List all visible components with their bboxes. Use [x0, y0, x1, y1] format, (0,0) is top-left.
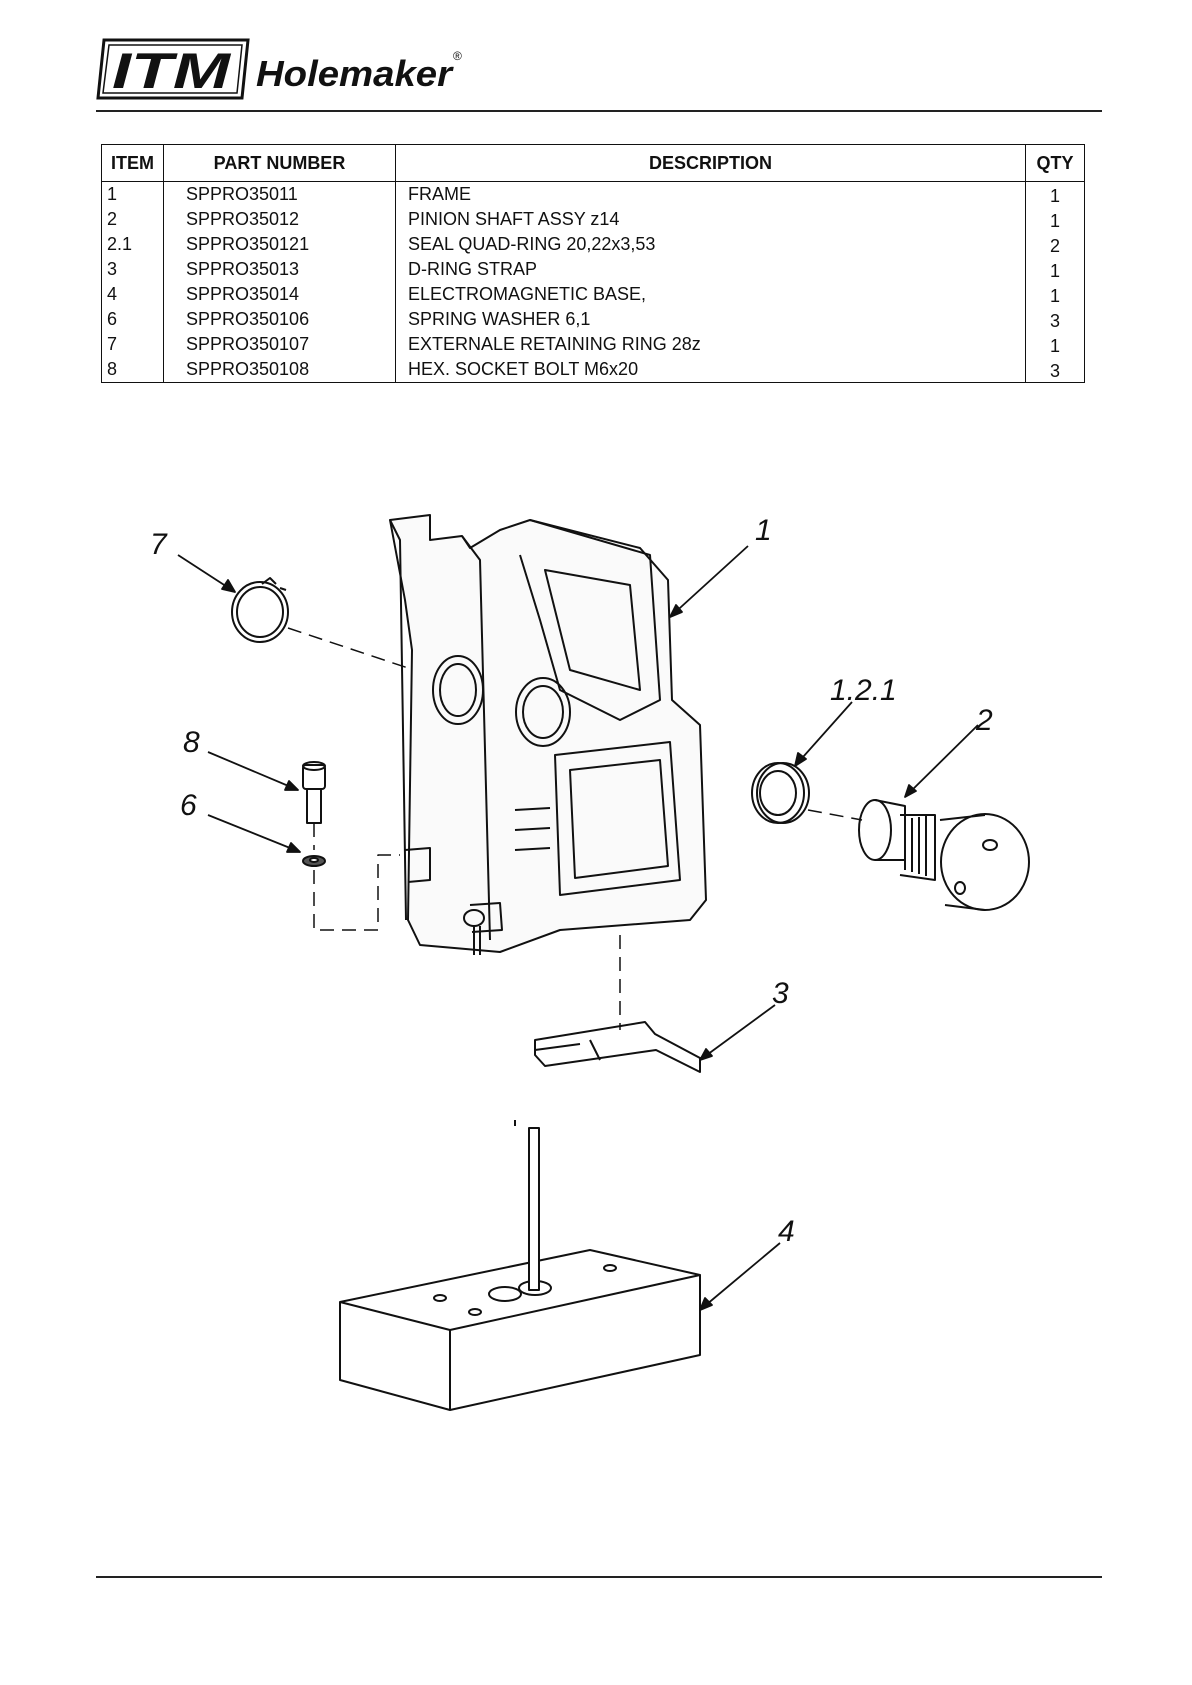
- callout-1-2-1: 1.2.1: [830, 674, 897, 707]
- item-cell: 8: [101, 357, 164, 383]
- table-row: 8 SPPRO350108 HEX. SOCKET BOLT M6x20 3: [101, 357, 1085, 383]
- pinion-shaft-drawing: [858, 799, 1030, 911]
- qty-cell: 1: [1025, 282, 1085, 307]
- retaining-ring-drawing: [231, 577, 289, 643]
- item-cell: 7: [101, 332, 164, 357]
- qty-cell: 3: [1025, 357, 1085, 383]
- table-row: 7 SPPRO350107 EXTERNALE RETAINING RING 2…: [101, 332, 1085, 357]
- itm-holemaker-logo: ITM Holemaker ®: [96, 38, 462, 100]
- part-number-cell: SPPRO35012: [163, 207, 396, 232]
- description-cell: PINION SHAFT ASSY z14: [395, 207, 1026, 232]
- part-number-cell: SPPRO350108: [163, 357, 396, 383]
- description-cell: SPRING WASHER 6,1: [395, 307, 1026, 332]
- qty-cell: 1: [1025, 207, 1085, 232]
- qty-cell: 3: [1025, 307, 1085, 332]
- description-cell: HEX. SOCKET BOLT M6x20: [395, 357, 1026, 383]
- column-header-description: DESCRIPTION: [395, 144, 1026, 182]
- qty-cell: 1: [1025, 181, 1085, 207]
- item-cell: 2: [101, 207, 164, 232]
- callout-3: 3: [772, 977, 789, 1010]
- callout-7: 7: [150, 528, 168, 561]
- description-cell: EXTERNALE RETAINING RING 28z: [395, 332, 1026, 357]
- column-header-item: ITEM: [101, 144, 164, 182]
- item-cell: 4: [101, 282, 164, 307]
- callout-6: 6: [180, 789, 197, 822]
- footer-rule: [96, 1576, 1102, 1578]
- part-number-cell: SPPRO350106: [163, 307, 396, 332]
- column-header-qty: QTY: [1025, 144, 1085, 182]
- item-cell: 1: [101, 181, 164, 207]
- part-number-cell: SPPRO35013: [163, 257, 396, 282]
- item-cell: 2.1: [101, 232, 164, 257]
- registered-mark: ®: [453, 49, 462, 63]
- table-row: 2.1 SPPRO350121 SEAL QUAD-RING 20,22x3,5…: [101, 232, 1085, 257]
- item-cell: 3: [101, 257, 164, 282]
- item-cell: 6: [101, 307, 164, 332]
- part-number-cell: SPPRO350107: [163, 332, 396, 357]
- description-cell: ELECTROMAGNETIC BASE,: [395, 282, 1026, 307]
- hex-bolt-drawing: [302, 761, 326, 824]
- part-number-cell: SPPRO35014: [163, 282, 396, 307]
- qty-cell: 1: [1025, 332, 1085, 357]
- part-number-cell: SPPRO350121: [163, 232, 396, 257]
- qty-cell: 2: [1025, 232, 1085, 257]
- itm-logo-mark: ITM: [96, 38, 250, 100]
- assembly-lines: [287, 627, 863, 1030]
- description-cell: SEAL QUAD-RING 20,22x3,53: [395, 232, 1026, 257]
- callout-2: 2: [975, 704, 993, 737]
- column-header-part-number: PART NUMBER: [163, 144, 396, 182]
- table-header-row: ITEM PART NUMBER DESCRIPTION QTY: [101, 144, 1085, 182]
- logo-mark-text: ITM: [112, 43, 232, 99]
- parts-table: ITEM PART NUMBER DESCRIPTION QTY 1 SPPRO…: [101, 144, 1085, 383]
- description-cell: FRAME: [395, 181, 1026, 207]
- table-row: 1 SPPRO35011 FRAME 1: [101, 181, 1085, 207]
- seal-quad-ring-drawing: [751, 762, 810, 824]
- callout-1: 1: [755, 514, 772, 547]
- table-row: 3 SPPRO35013 D-RING STRAP 1: [101, 257, 1085, 282]
- header-rule: [96, 110, 1102, 112]
- brand-name: Holemaker: [256, 53, 454, 94]
- frame-drawing: [389, 514, 707, 955]
- part-number-cell: SPPRO35011: [163, 181, 396, 207]
- callout-8: 8: [183, 726, 200, 759]
- spring-washer-drawing: [302, 855, 326, 867]
- electromagnetic-base-drawing: [339, 1120, 701, 1411]
- qty-cell: 1: [1025, 257, 1085, 282]
- callout-4: 4: [778, 1215, 795, 1248]
- leader-lines: [177, 545, 979, 1311]
- table-row: 6 SPPRO350106 SPRING WASHER 6,1 3: [101, 307, 1085, 332]
- table-row: 4 SPPRO35014 ELECTROMAGNETIC BASE, 1: [101, 282, 1085, 307]
- d-ring-strap-drawing: [534, 1021, 701, 1073]
- description-cell: D-RING STRAP: [395, 257, 1026, 282]
- table-row: 2 SPPRO35012 PINION SHAFT ASSY z14 1: [101, 207, 1085, 232]
